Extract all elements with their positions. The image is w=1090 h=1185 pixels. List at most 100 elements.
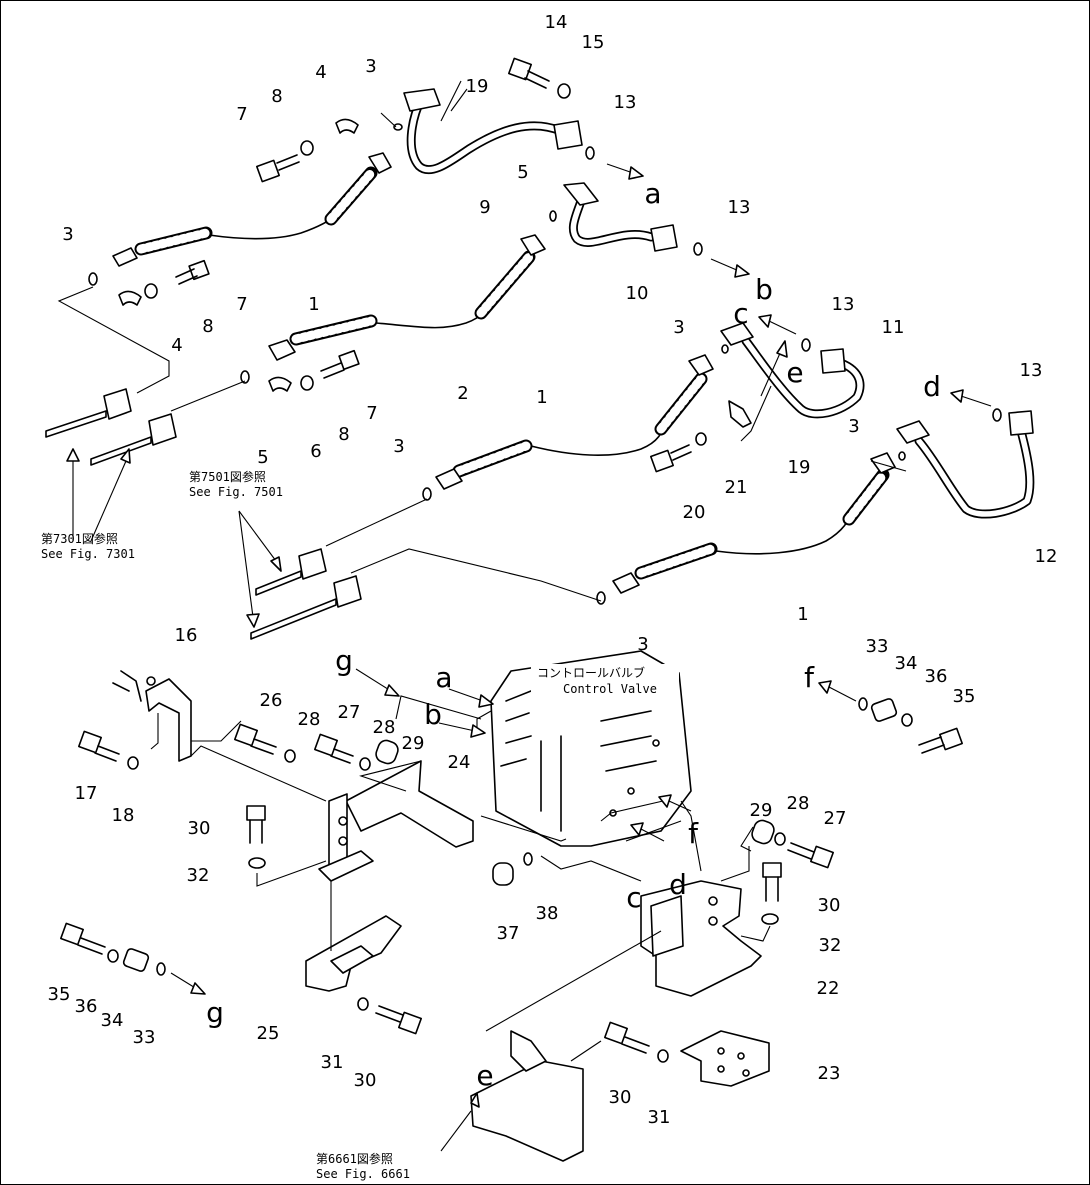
part-callout: 7 [236,104,247,125]
part-callout: 28 [373,717,396,738]
part-callout: 26 [260,690,283,711]
part-callout: 37 [497,923,520,944]
part-callout: 7 [236,294,247,315]
note-fig6661-en: See Fig. 6661 [316,1167,410,1181]
part-callout: 34 [101,1010,124,1031]
part-callout: 20 [683,502,706,523]
part-callout: 1 [536,387,547,408]
bracket-lower [470,1030,584,1162]
leader-lines [57,80,907,1062]
part-callout: 18 [112,805,135,826]
part-callout: 32 [819,935,842,956]
part-callout: 34 [895,653,918,674]
note-fig7501-jp: 第7501図参照 [189,469,266,484]
part-callout: 8 [271,86,282,107]
hose-lower-right-1 [435,354,714,490]
part-callout: 32 [187,865,210,886]
arrows [66,163,992,1152]
part-callout: 19 [466,76,489,97]
reference-notes: 第7301図参照 See Fig. 7301 第7501図参照 See Fig.… [41,469,657,1181]
flow-letter: e [786,356,803,389]
tube-fittings-left [45,388,177,466]
note-fig6661-jp: 第6661図参照 [316,1151,393,1166]
hose-bottom-1 [612,452,896,594]
bracket-16 [112,670,192,762]
part-callout: 38 [536,903,559,924]
plate-23 [680,1030,770,1087]
part-callout: 22 [817,978,840,999]
pipe-11 [720,322,865,419]
flow-letter: a [644,177,661,210]
flow-letter: g [335,644,353,677]
part-callout: 13 [728,197,751,218]
hose-upper-1 [112,152,392,267]
part-callout: 30 [609,1087,632,1108]
part-callout: 3 [637,634,648,655]
part-callout: 31 [321,1052,344,1073]
part-callout: 30 [354,1070,377,1091]
part-callout: 13 [832,294,855,315]
valve-label-en: Control Valve [563,682,657,696]
part-callout: 24 [448,752,471,773]
part-callout: 8 [338,424,349,445]
part-callout: 13 [614,92,637,113]
part-callout: 8 [202,316,213,337]
part-callout: 16 [175,625,198,646]
flow-letter: b [755,273,773,306]
part-callout: 17 [75,783,98,804]
flow-letter: a [435,661,452,694]
part-callout: 30 [188,818,211,839]
part-callout: 29 [402,733,425,754]
part-callout: 27 [338,702,361,723]
part-callout: 3 [848,416,859,437]
part-callout: 29 [750,800,773,821]
part-callout: 11 [882,317,905,338]
part-callout: 4 [171,335,182,356]
part-callout: 21 [725,477,748,498]
pipe-10 [563,182,678,252]
tube-fittings-middle [250,548,362,640]
part-callout: 28 [298,709,321,730]
part-callout: 35 [953,686,976,707]
part-callout: 25 [257,1023,280,1044]
part-callout: 12 [1035,546,1058,567]
part-callout: 19 [788,457,811,478]
part-callout: 30 [818,895,841,916]
part-callout: 6 [310,441,321,462]
flow-letter: c [733,297,748,330]
bracket-22 [640,880,762,997]
flow-letter: g [206,996,224,1029]
flow-letter: e [476,1059,493,1092]
part-callout: 3 [393,436,404,457]
part-callout: 23 [818,1063,841,1084]
bracket-25 [305,915,402,992]
flow-letter: c [626,881,641,914]
part-callout: 27 [824,808,847,829]
part-callout: 14 [545,12,568,33]
part-callout: 1 [308,294,319,315]
part-callout: 15 [582,32,605,53]
part-callout: 28 [787,793,810,814]
flow-letter: f [688,817,699,850]
flow-letter: d [923,370,941,403]
bolts-and-washers [60,57,1002,1063]
control-valve [490,650,692,847]
part-callout: 3 [365,56,376,77]
part-callout: 5 [517,162,528,183]
part-callout: 31 [648,1107,671,1128]
part-callout: 5 [257,447,268,468]
part-callout: 3 [62,224,73,245]
part-callout: 36 [925,666,948,687]
pipe-12 [896,410,1035,519]
part-callout: 1 [797,604,808,625]
part-callout: 9 [479,197,490,218]
flow-letter: f [804,661,815,694]
part-callout: 33 [866,636,889,657]
part-callout: 7 [366,403,377,424]
part-callout: 35 [48,984,71,1005]
note-fig7301-en: See Fig. 7301 [41,547,135,561]
